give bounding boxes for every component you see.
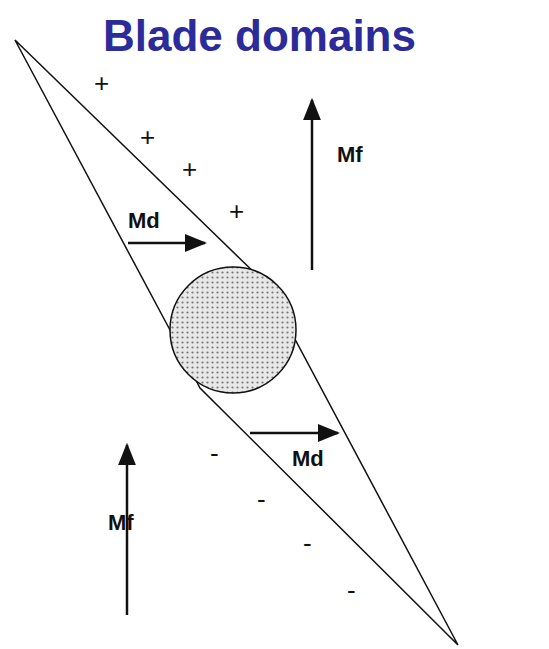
plus-charge: + bbox=[229, 198, 244, 224]
minus-charge: - bbox=[210, 440, 219, 466]
plus-charge: + bbox=[182, 156, 197, 182]
moment-label: Mf bbox=[337, 144, 363, 166]
minus-charge: - bbox=[257, 486, 266, 512]
md-arrow bbox=[250, 432, 338, 435]
moment-label: Md bbox=[292, 448, 324, 470]
plus-charge: + bbox=[94, 70, 109, 96]
plus-charge: + bbox=[140, 124, 155, 150]
mf-arrow bbox=[311, 100, 314, 270]
moment-label: Md bbox=[128, 210, 160, 232]
md-arrow bbox=[128, 242, 205, 245]
minus-charge: - bbox=[303, 530, 312, 556]
minus-charge: - bbox=[347, 577, 356, 603]
blade-outline bbox=[15, 40, 458, 645]
slide-title: Blade domains bbox=[103, 14, 416, 58]
moment-label: Mf bbox=[108, 512, 134, 534]
inclusion-circle bbox=[170, 267, 296, 393]
